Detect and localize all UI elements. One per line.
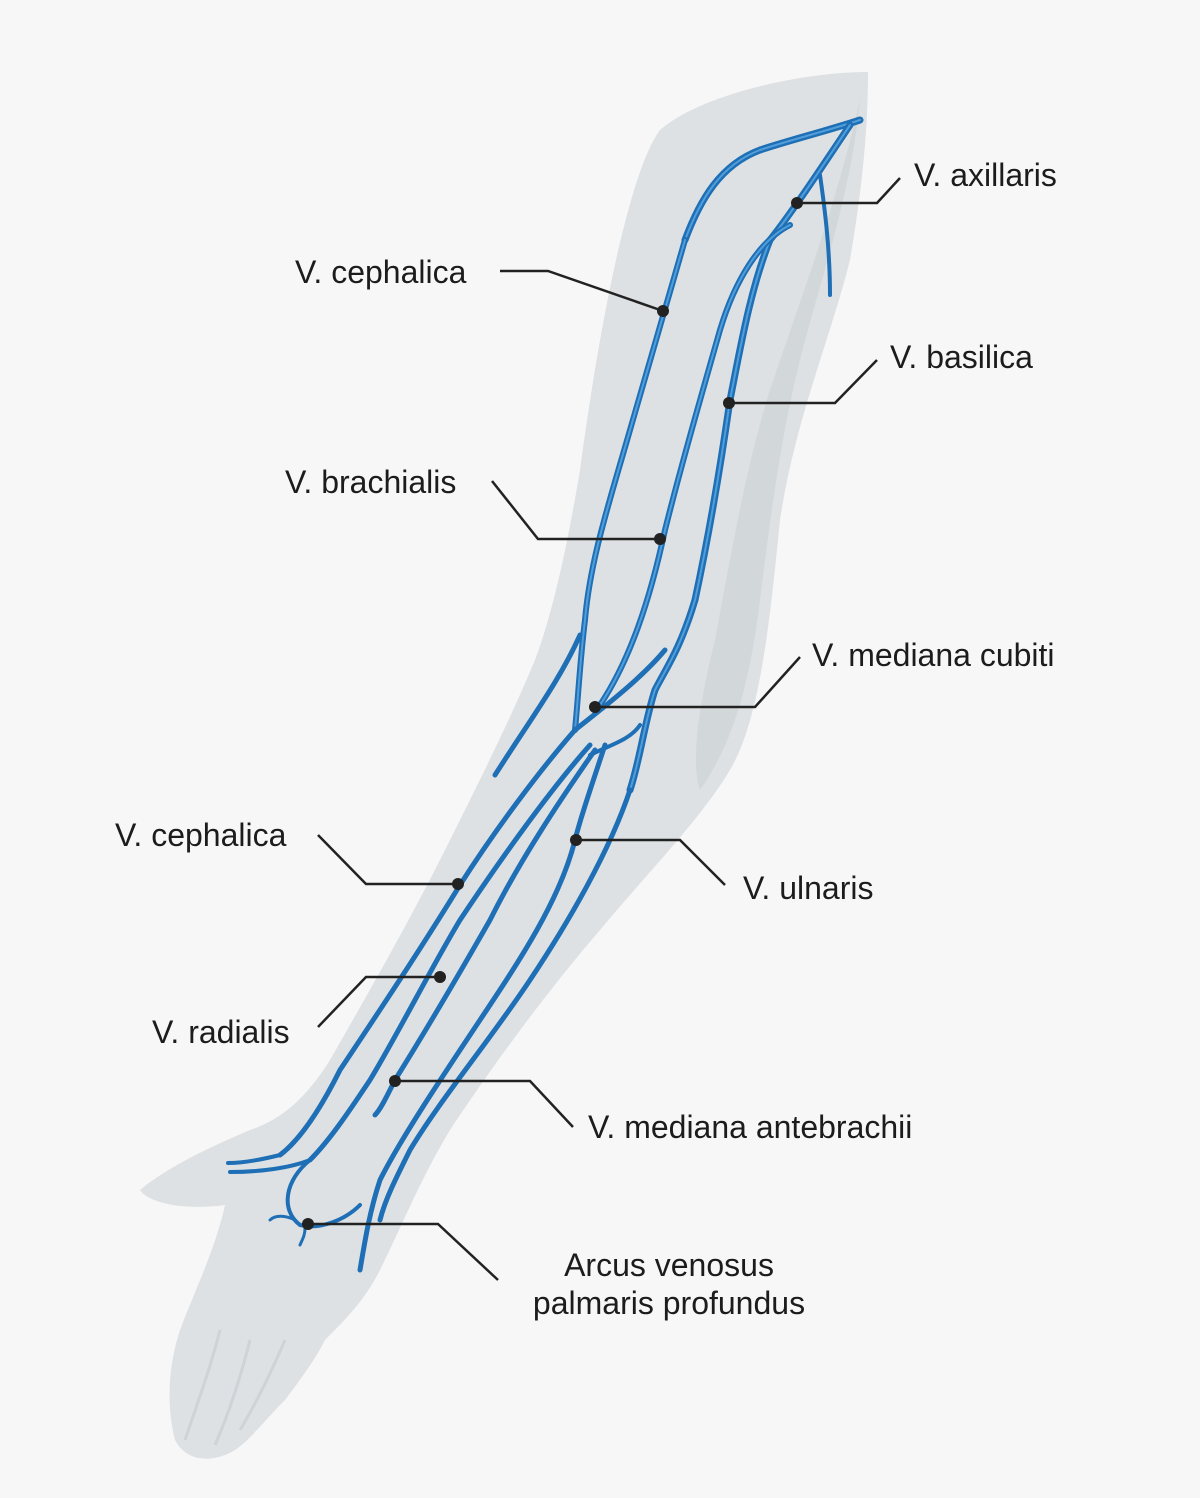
vein-mediana-antebrachii: [372, 747, 598, 1118]
vein-axillary-twig: [818, 173, 832, 297]
label-arcus-line2: palmaris profundus: [532, 1285, 806, 1321]
leader-radialis: [317, 975, 440, 1028]
dot-radialis: [434, 971, 446, 983]
label-v-mediana-antebrachii: V. mediana antebrachii: [588, 1109, 913, 1145]
label-v-basilica: V. basilica: [890, 339, 1033, 375]
dot-basilica: [723, 397, 735, 409]
vein-ulnaris-outer: [377, 787, 633, 1223]
leaders: [302, 177, 901, 1281]
arm-shadow: [695, 100, 860, 790]
leader-arcus-venosus: [308, 1222, 499, 1281]
dot-arcus-venosus: [302, 1218, 314, 1230]
label-v-radialis: V. radialis: [152, 1014, 290, 1050]
vein-ulnaris: [357, 742, 608, 1273]
label-v-cephalica-lower: V. cephalica: [115, 817, 287, 853]
vein-cephalica-upper-highlight: [574, 239, 686, 731]
label-v-brachialis: V. brachialis: [285, 464, 457, 500]
label-arcus-line1: Arcus venosus: [564, 1247, 774, 1283]
label-v-mediana-cubiti: V. mediana cubiti: [812, 637, 1055, 673]
vein-hand-twig-2: [298, 1226, 307, 1247]
finger-line: [213, 1339, 252, 1446]
leader-ulnaris: [576, 838, 726, 886]
vein-axillaris-highlight: [684, 119, 861, 241]
label-arcus-venosus: Arcus venosus palmaris profundus: [514, 1246, 824, 1322]
vein-mediana-cubiti: [572, 647, 668, 733]
vein-hand-1: [226, 1153, 282, 1165]
dot-brachialis: [654, 533, 666, 545]
finger-line: [183, 1329, 222, 1441]
label-v-ulnaris: V. ulnaris: [743, 870, 874, 906]
dot-axillaris: [791, 197, 803, 209]
vein-cephalica-branch: [492, 632, 583, 778]
leader-mediana-antebrachii: [395, 1079, 574, 1128]
leader-cephalica-lower: [317, 834, 458, 886]
dot-mediana-antebrachii: [389, 1075, 401, 1087]
label-v-axillaris: V. axillaris: [914, 157, 1057, 193]
leader-mediana-cubiti: [595, 656, 801, 709]
dot-ulnaris: [570, 834, 582, 846]
vein-hand-twig-1: [268, 1214, 297, 1222]
vein-arcus-venosus: [285, 1158, 362, 1229]
leader-brachialis: [491, 480, 660, 541]
vein-hand-2: [228, 1158, 312, 1174]
dot-cephalica-lower: [452, 878, 464, 890]
finger-line: [238, 1339, 287, 1431]
dot-cephalica-upper: [657, 305, 669, 317]
dot-mediana-cubiti: [589, 701, 601, 713]
vein-cephalica-lower: [277, 727, 578, 1158]
leader-cephalica-upper: [500, 269, 664, 313]
label-v-cephalica-upper: V. cephalica: [295, 254, 467, 290]
leader-axillaris: [797, 177, 901, 205]
vein-brachialis-highlight: [599, 224, 791, 706]
leader-basilica: [729, 359, 878, 405]
veins: [226, 116, 864, 1273]
